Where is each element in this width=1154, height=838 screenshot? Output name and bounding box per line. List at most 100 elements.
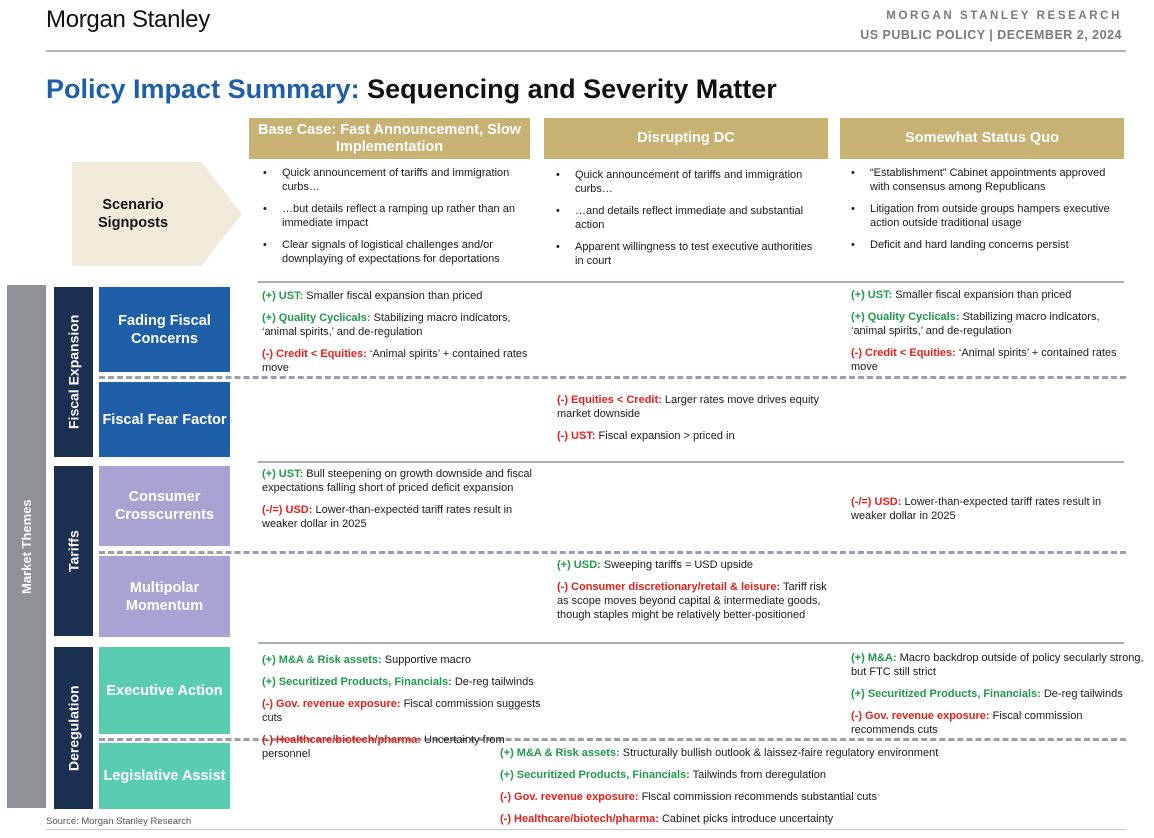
fiscal-expansion-label: Fiscal Expansion [65,314,82,430]
impact-text: Fiscal commission recommends cuts [851,710,1083,736]
negative-impact-tag: (-) UST: [557,430,596,442]
impact-text: Macro backdrop outside of policy secular… [851,652,1144,678]
impact-item: (-) Gov. revenue exposure: Fiscal commis… [851,709,1146,737]
tariffs-bar: Tariffs [54,466,93,636]
list-item: Litigation from outside groups hampers e… [846,202,1126,230]
row-divider-dashed [99,738,1126,741]
theme-executive-action: Executive Action [99,647,230,734]
impact-text: De-reg tailwinds [451,676,534,688]
negative-impact-tag: (-) Credit < Equities: [851,347,956,359]
negative-impact-tag: (-) Equities < Credit: [557,394,662,406]
cell-legislative-all-scenarios: (+) M&A & Risk assets: Structurally bull… [500,746,1100,834]
impact-item: (-) Equities < Credit: Larger rates move… [557,393,819,421]
footer-divider [46,829,1126,830]
signposts-base-case: Quick announcement of tariffs and immigr… [258,166,530,274]
impact-text: Smaller fiscal expansion than priced [892,289,1072,301]
theme-label: Multipolar Momentum [125,579,204,614]
impact-text: Lower-than-expected tariff rates result … [262,504,513,530]
list-item: “Establishment” Cabinet appointments app… [846,166,1126,194]
cell-consumer-status-quo: (-/=) USD: Lower-than-expected tariff ra… [851,495,1111,531]
impact-item: (-) UST: Fiscal expansion > priced in [557,429,819,443]
impact-item: (+) Securitized Products, Financials: Ta… [500,768,1100,782]
cell-executive-status-quo: (+) M&A: Macro backdrop outside of polic… [851,651,1146,745]
list-item: Apparent willingness to test executive a… [551,240,823,268]
impact-item: (+) M&A & Risk assets: Structurally bull… [500,746,1100,760]
theme-label: Legislative Assist [103,768,226,784]
row-divider-dashed [99,551,1126,554]
impact-text: ‘Animal spirits’ + contained rates move [851,347,1117,373]
theme-fading-fiscal-concerns: Fading Fiscal Concerns [99,287,230,372]
cell-fading-base-case: (+) UST: Smaller fiscal expansion than p… [262,289,534,383]
signposts-status-quo: “Establishment” Cabinet appointments app… [846,166,1126,260]
impact-text: Tailwinds from deregulation [689,769,826,781]
list-item: Deficit and hard landing concerns persis… [846,238,1126,252]
market-themes-label: Market Themes [19,499,34,594]
scenario-signposts-label: Scenario Signposts [97,197,169,231]
list-item: Clear signals of logistical challenges a… [258,238,530,266]
impact-item: (-) Credit < Equities: ‘Animal spirits’ … [262,347,534,375]
list-item: …but details reflect a ramping up rather… [258,202,530,230]
title-rest: Sequencing and Severity Matter [359,74,777,104]
negative-impact-tag: (-) Consumer discretionary/retail & leis… [557,581,781,593]
fiscal-expansion-bar: Fiscal Expansion [54,287,93,457]
positive-impact-tag: (+) UST: [262,468,304,480]
deregulation-label: Deregulation [65,685,82,771]
signpost-arrow-shape [72,162,242,266]
negative-impact-tag: (-) Healthcare/biotech/pharma: [262,734,421,746]
impact-item: (+) Securitized Products, Financials: De… [262,675,552,689]
positive-impact-tag: (+) M&A: [851,652,897,664]
positive-impact-tag: (+) UST: [851,289,893,301]
negative-impact-tag: (-) Healthcare/biotech/pharma: [500,813,659,825]
title-lead: Policy Impact Summary: [46,74,360,104]
impact-text: Fiscal commission recommends substantial… [638,791,877,803]
column-header-status-quo: Somewhat Status Quo [840,118,1124,159]
impact-text: De-reg tailwinds [1040,688,1123,700]
impact-text: Cabinet picks introduce uncertainty [658,813,834,825]
impact-text: ‘Animal spirits’ + contained rates move [262,348,528,374]
impact-item: (+) UST: Bull steepening on growth downs… [262,467,534,495]
market-themes-bar: Market Themes [7,285,46,808]
column-header-disrupting-dc: Disrupting DC [544,118,828,159]
impact-item: (-) Gov. revenue exposure: Fiscal commis… [262,697,552,725]
morgan-stanley-logo: Morgan Stanley [46,6,210,33]
header-divider [46,50,1126,52]
impact-item: (+) Securitized Products, Financials: De… [851,687,1146,701]
impact-item: (-) Credit < Equities: ‘Animal spirits’ … [851,346,1123,374]
row-divider [258,281,1124,283]
cell-multipolar-disrupting-dc: (+) USD: Sweeping tariffs = USD upside (-… [557,558,829,630]
impact-text: Stabilizing macro indicators, ‘animal sp… [851,311,1100,337]
tariffs-label: Tariffs [65,530,82,572]
row-divider-dashed [99,376,1126,379]
cell-executive-base-case: (+) M&A & Risk assets: Supportive macro (… [262,653,552,769]
impact-item: (+) M&A & Risk assets: Supportive macro [262,653,552,667]
impact-item: (+) Quality Cyclicals: Stabilizing macro… [262,311,534,339]
impact-item: (-) Gov. revenue exposure: Fiscal commis… [500,790,1100,804]
impact-text: Larger rates move drives equity market d… [557,394,819,420]
row-divider [258,642,1124,644]
positive-impact-tag: (+) UST: [262,290,304,302]
positive-impact-tag: (+) Quality Cyclicals: [851,311,960,323]
impact-text: Uncertainty from personnel [262,734,505,760]
impact-item: (+) UST: Smaller fiscal expansion than p… [851,288,1123,302]
row-divider [258,461,1124,463]
negative-impact-tag: (-) Gov. revenue exposure: [262,698,401,710]
positive-impact-tag: (+) Securitized Products, Financials: [500,769,690,781]
positive-impact-tag: (+) M&A & Risk assets: [500,747,620,759]
impact-item: (+) USD: Sweeping tariffs = USD upside [557,558,829,572]
positive-impact-tag: (+) USD: [557,559,601,571]
impact-text: Structurally bullish outlook & laissez-f… [619,747,939,759]
theme-consumer-crosscurrents: Consumer Crosscurrents [99,466,230,546]
impact-text: Tariff risk as scope moves beyond capita… [557,581,827,621]
impact-item: (-/=) USD: Lower-than-expected tariff ra… [851,495,1111,523]
impact-text: Lower-than-expected tariff rates result … [851,496,1102,522]
cell-fear-disrupting-dc: (-) Equities < Credit: Larger rates move… [557,393,819,451]
column-header-base-case: Base Case: Fast Announcement, Slow Imple… [249,118,530,159]
theme-label: Executive Action [106,682,223,699]
impact-text: Fiscal expansion > priced in [595,430,735,442]
impact-text: Fiscal commission suggests cuts [262,698,541,724]
deregulation-bar: Deregulation [54,647,93,809]
cell-consumer-base-case: (+) UST: Bull steepening on growth downs… [262,467,534,539]
impact-item: (-) Healthcare/biotech/pharma: Cabinet p… [500,812,1100,826]
theme-label: Fading Fiscal Concerns [118,312,211,347]
negative-impact-tag: (-) Credit < Equities: [262,348,367,360]
